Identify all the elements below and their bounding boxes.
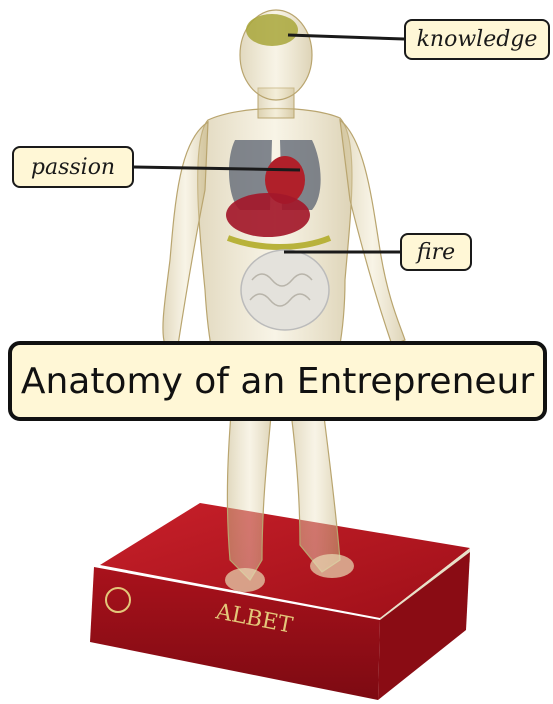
left-foot	[225, 568, 265, 592]
liver	[226, 193, 310, 237]
brain	[246, 14, 298, 46]
title-text: Anatomy of an Entrepreneur	[21, 361, 534, 402]
right-arm	[340, 120, 405, 345]
fire-label: fire	[400, 233, 472, 271]
intestines	[241, 250, 329, 330]
red-book: ALBET	[90, 503, 470, 700]
title-banner: Anatomy of an Entrepreneur	[8, 341, 547, 421]
passion-label: passion	[12, 146, 134, 188]
fire-label-text: fire	[417, 240, 455, 265]
passion-label-text: passion	[31, 155, 115, 180]
knowledge-label-text: knowledge	[417, 27, 538, 52]
right-foot	[310, 554, 354, 578]
knowledge-label: knowledge	[404, 19, 550, 60]
